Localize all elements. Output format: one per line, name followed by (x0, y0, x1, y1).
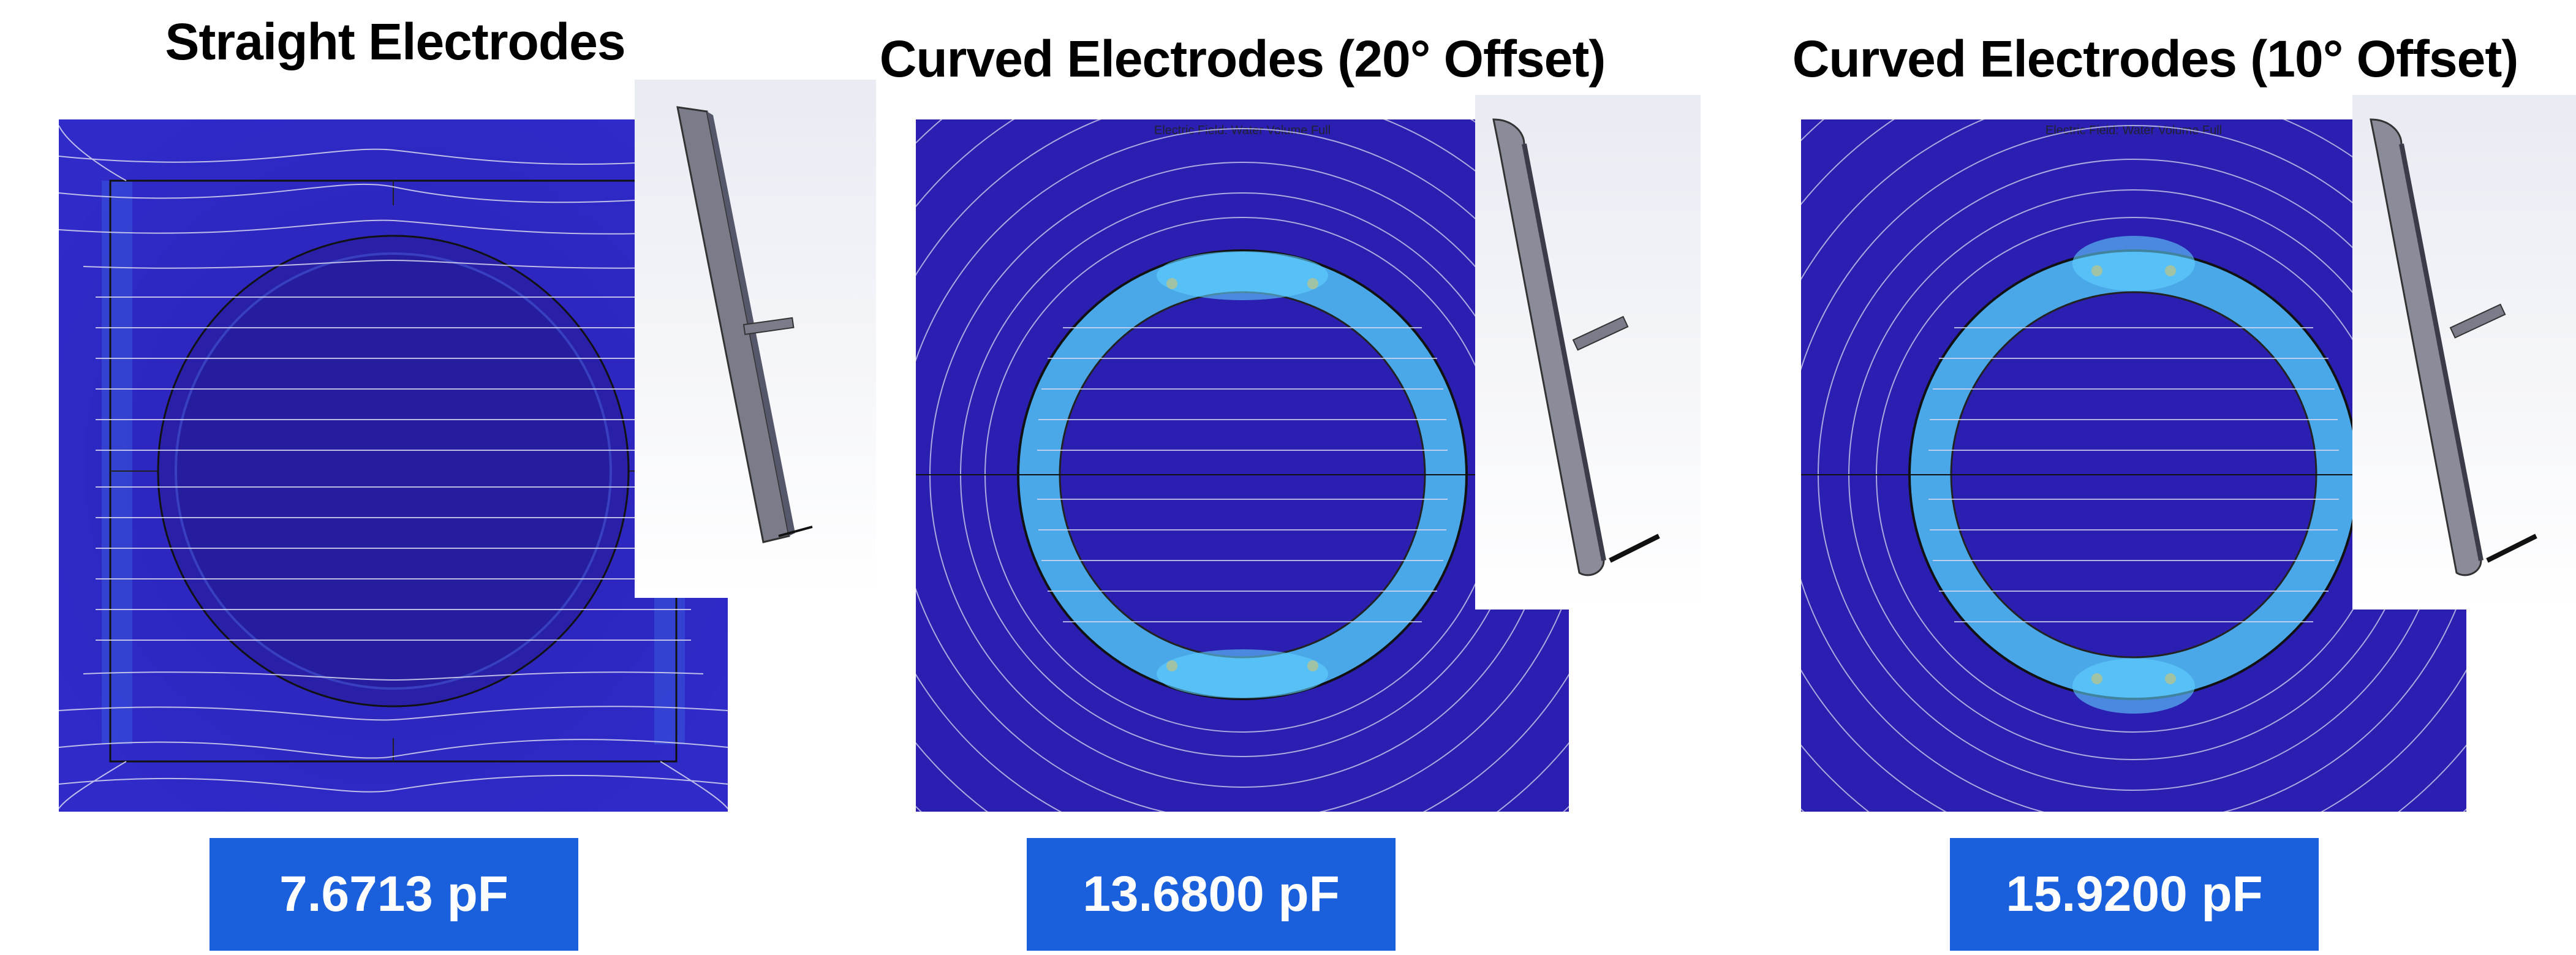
panel-1-title: Straight Electrodes (165, 13, 625, 70)
straight-electrode-field-plot (59, 119, 728, 812)
curved-20-electrode-3d-model (1475, 95, 1701, 610)
curved-20-offset-field-plot: Electric Field: Water Volume Full (916, 119, 1569, 812)
curved-10-electrode-3d-model (2352, 95, 2576, 610)
panel-2-title: Curved Electrodes (20° Offset) (879, 30, 1606, 88)
field-plot-title: Electric Field: Water Volume Full (1154, 124, 1331, 137)
capacitance-badge-20-offset: 13.6800 pF (1027, 838, 1396, 951)
field-plot-title: Electric Field: Water Volume Full (2045, 124, 2222, 137)
panel-3-title: Curved Electrodes (10° Offset) (1792, 30, 2519, 88)
capacitance-badge-10-offset: 15.9200 pF (1950, 838, 2319, 951)
straight-electrode-3d-model (635, 80, 876, 598)
capacitance-badge-straight: 7.6713 pF (210, 838, 578, 951)
